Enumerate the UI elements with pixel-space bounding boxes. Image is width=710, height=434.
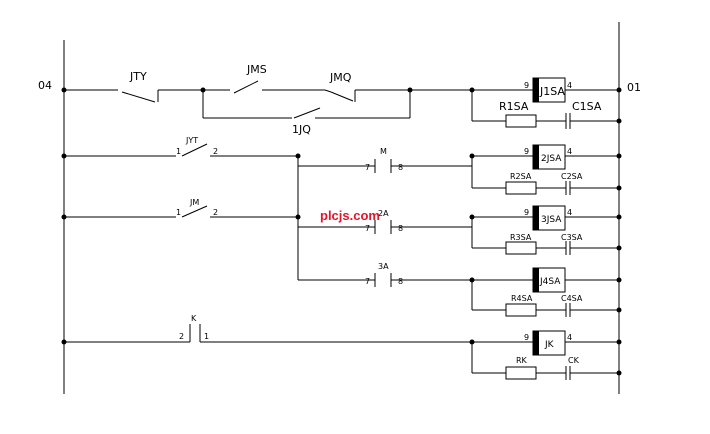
capacitor-c3sa-label: C3SA <box>561 233 583 242</box>
row1-circuit: JTY JMS JMQ 1JQ 9 4 J1SA R1SA C1SA <box>61 63 622 136</box>
terminal-right-label: 01 <box>627 81 641 94</box>
contact-k-label: K <box>191 314 197 323</box>
row5-circuit: K 2 1 9 4 JK RK CK <box>61 314 622 380</box>
relay-3jsa-pin-right: 4 <box>567 208 572 217</box>
contact-jms-label: JMS <box>246 63 267 76</box>
contact-m-pin-left: 7 <box>365 163 370 172</box>
row2-circuit: JYT 1 2 M 7 8 9 4 2JSA R2SA C2SA <box>61 136 622 280</box>
resistor-r3sa <box>505 241 537 255</box>
resistor-r2sa <box>505 181 537 195</box>
contact-jyt-pin-right: 2 <box>213 147 218 156</box>
contact-jyt-pin-left: 1 <box>176 147 181 156</box>
contact-2a-pin-right: 8 <box>398 224 403 233</box>
relay-j4sa-bar <box>533 268 539 292</box>
relay-3jsa-pin-left: 9 <box>524 208 529 217</box>
capacitor-c1sa-label: C1SA <box>572 100 602 113</box>
resistor-r1sa <box>505 114 537 128</box>
resistor-rk-label: RK <box>516 356 528 365</box>
capacitor-ck-label: CK <box>568 356 580 365</box>
contact-jyt-label: JYT <box>185 136 198 145</box>
relay-jk-pin-right: 4 <box>567 333 572 342</box>
resistor-rk <box>505 366 537 380</box>
contact-3a-pin-right: 8 <box>398 277 403 286</box>
resistor-r4sa-label: R4SA <box>511 294 533 303</box>
relay-3jsa-label: 3JSA <box>541 215 562 225</box>
contact-jm-pin-left: 1 <box>176 208 181 217</box>
watermark: plcjs.com <box>320 208 380 223</box>
contact-1jq-label: 1JQ <box>292 123 311 136</box>
contact-3a-label: 3A <box>378 262 389 271</box>
terminal-left-label: 04 <box>38 79 52 92</box>
resistor-r4sa <box>505 303 537 317</box>
capacitor-c4sa-label: C4SA <box>561 294 583 303</box>
contact-3a-pin-left: 7 <box>365 277 370 286</box>
relay-j1sa-label: J1SA <box>539 85 565 98</box>
contact-jmq-label: JMQ <box>329 71 352 84</box>
row3-circuit: JM 1 2 2A 7 8 9 4 3JSA R3SA C3SA <box>61 198 622 255</box>
contact-jty-label: JTY <box>129 70 147 83</box>
relay-j4sa-label: J4SA <box>539 277 561 287</box>
contact-m-pin-right: 8 <box>398 163 403 172</box>
resistor-r1sa-label: R1SA <box>499 100 529 113</box>
relay-2jsa-pin-right: 4 <box>567 147 572 156</box>
relay-jk-pin-left: 9 <box>524 333 529 342</box>
relay-jk-label: JK <box>544 340 555 350</box>
capacitor-c2sa-label: C2SA <box>561 172 583 181</box>
relay-j1sa-pin-right: 4 <box>567 81 572 90</box>
resistor-r3sa-label: R3SA <box>510 233 532 242</box>
relay-2jsa-pin-left: 9 <box>524 147 529 156</box>
contact-jm-pin-right: 2 <box>213 208 218 217</box>
contact-jm-label: JM <box>189 198 199 207</box>
contact-m-label: M <box>380 147 387 156</box>
relay-2jsa-label: 2JSA <box>541 154 562 164</box>
contact-2a-label: 2A <box>378 209 389 218</box>
relay-j1sa-bar <box>533 78 539 102</box>
relay-3jsa-bar <box>533 206 539 230</box>
contact-k-pin-left: 2 <box>179 332 184 341</box>
row4-circuit: 3A 7 8 J4SA R4SA C4SA <box>298 262 622 317</box>
resistor-r2sa-label: R2SA <box>510 172 532 181</box>
relay-jk-bar <box>533 331 539 355</box>
contact-2a-pin-left: 7 <box>365 224 370 233</box>
relay-2jsa-bar <box>533 145 539 169</box>
contact-k-pin-right: 1 <box>204 332 209 341</box>
relay-j1sa-pin-left: 9 <box>524 81 529 90</box>
